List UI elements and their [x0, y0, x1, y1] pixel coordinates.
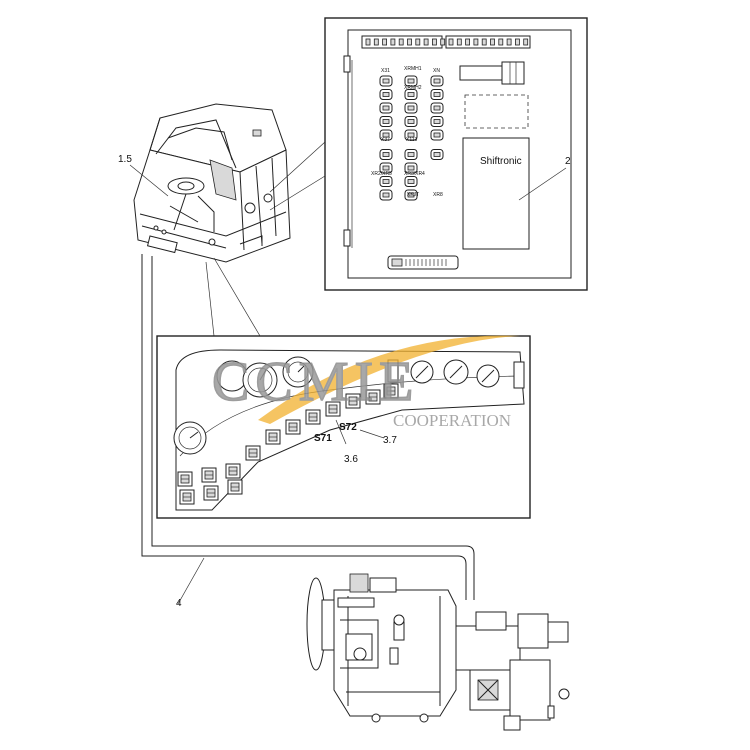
connector-plug [379, 176, 393, 187]
connector-plug [430, 89, 444, 100]
rocker-switch [245, 445, 261, 461]
connector-plug [430, 129, 444, 141]
rocker-switch [383, 383, 399, 399]
connector-label: XN [433, 68, 440, 74]
connector-plug [404, 75, 418, 87]
rocker-switch [265, 429, 281, 445]
rocker-switch [227, 479, 243, 495]
connector-plug [404, 116, 418, 127]
connector-plug [379, 162, 393, 174]
rocker-switch [201, 467, 217, 483]
connector-labels: X31 XRMH1 XN XRMH2 X37 X113 XR2/XR5 XR3/… [371, 66, 443, 198]
gauges [173, 356, 525, 455]
connector-label: XRMH2 [404, 85, 422, 91]
connector-label: XR8 [433, 192, 443, 198]
transmission-assembly [306, 573, 570, 731]
shiftronic-module: Shiftronic [462, 137, 530, 250]
watermark-tagline: COOPERATION [393, 411, 511, 430]
rocker-switch [285, 419, 301, 435]
watermark-logo: CCMIE [212, 351, 419, 413]
watermark: CCMIE COOPERATION [211, 335, 520, 430]
connector-plug [430, 149, 444, 160]
connector-plug [379, 116, 393, 127]
connector-label: XKJT [407, 192, 419, 198]
connector-plug [430, 102, 444, 114]
connector-label: X37 [381, 137, 390, 143]
connector-plug [379, 149, 393, 160]
relay-block [459, 61, 525, 85]
connector-plug [404, 162, 418, 174]
connector-plug [404, 149, 418, 160]
connector-plug [430, 75, 444, 87]
connector-plug [379, 89, 393, 100]
connector-plug [404, 176, 418, 187]
rocker-switch [305, 409, 321, 425]
connector-plug [404, 102, 418, 114]
rocker-switch [365, 389, 381, 405]
connector-plug [379, 189, 393, 201]
connector-plug [430, 116, 444, 127]
switch-label-s71: S71 [314, 433, 332, 444]
connector-label: XR2/XR5 [371, 171, 392, 177]
connector-plug [404, 129, 418, 141]
callout-cab: 1.5 [118, 154, 132, 165]
rocker-switch [177, 471, 193, 487]
dashboard-frame [156, 335, 531, 519]
rocker-switch [225, 463, 241, 479]
connector-plug [379, 129, 393, 141]
connector-plug [379, 102, 393, 114]
connector-label: XRMH1 [404, 66, 422, 72]
callout-switch-s72: 3.7 [383, 435, 397, 446]
callout-control-box: 2 [565, 156, 571, 167]
connector-label: X31 [381, 68, 390, 74]
connector-label: X113 [406, 137, 418, 143]
rocker-switches [177, 383, 399, 505]
switch-label-s72: S72 [339, 422, 357, 433]
rocker-switch [203, 485, 219, 501]
connector-grid [379, 75, 444, 201]
wiring-harness [141, 254, 475, 605]
shiftronic-label: Shiftronic [480, 156, 522, 167]
watermark-swoosh [258, 335, 520, 424]
connector-plug [379, 75, 393, 87]
connector-plug [404, 89, 418, 100]
connector-label: XR3/XR4 [404, 171, 425, 177]
terminal-strip-top [361, 35, 531, 49]
callout-switch-s71: 3.6 [344, 454, 358, 465]
empty-slot-dashed [464, 94, 529, 129]
rocker-switch [179, 489, 195, 505]
rocker-switch [345, 393, 361, 409]
fuse-strip [387, 255, 459, 270]
connector-plug [404, 189, 418, 201]
rocker-switch [325, 401, 341, 417]
callout-harness: 4 [176, 598, 182, 609]
cab-illustration [133, 103, 291, 263]
control-box-frame [324, 17, 588, 291]
